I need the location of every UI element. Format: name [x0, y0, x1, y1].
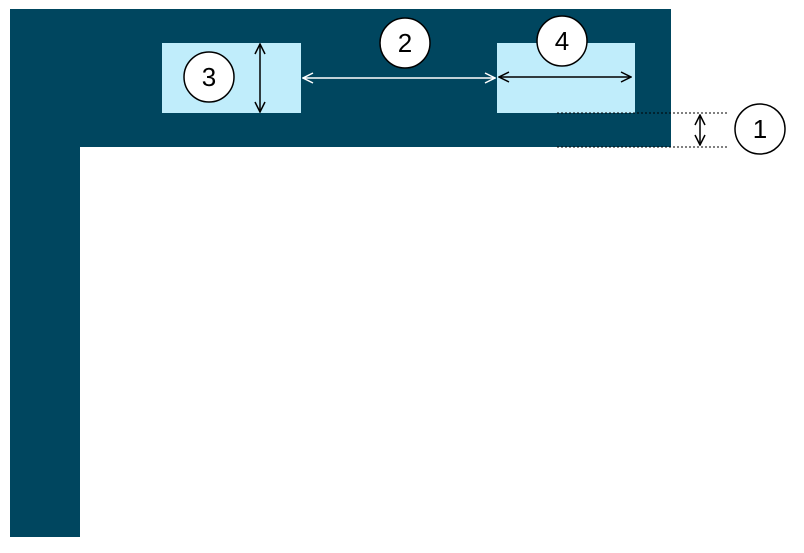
callout-2: 2 — [379, 17, 431, 69]
callout-1-label: 1 — [753, 114, 767, 144]
callout-1: 1 — [734, 103, 786, 155]
callout-3: 3 — [183, 51, 235, 103]
callout-4-label: 4 — [555, 26, 569, 56]
callout-2-label: 2 — [398, 28, 412, 58]
callout-3-label: 3 — [202, 62, 216, 92]
frame-l-shape — [10, 9, 671, 537]
callout-4: 4 — [536, 15, 588, 67]
